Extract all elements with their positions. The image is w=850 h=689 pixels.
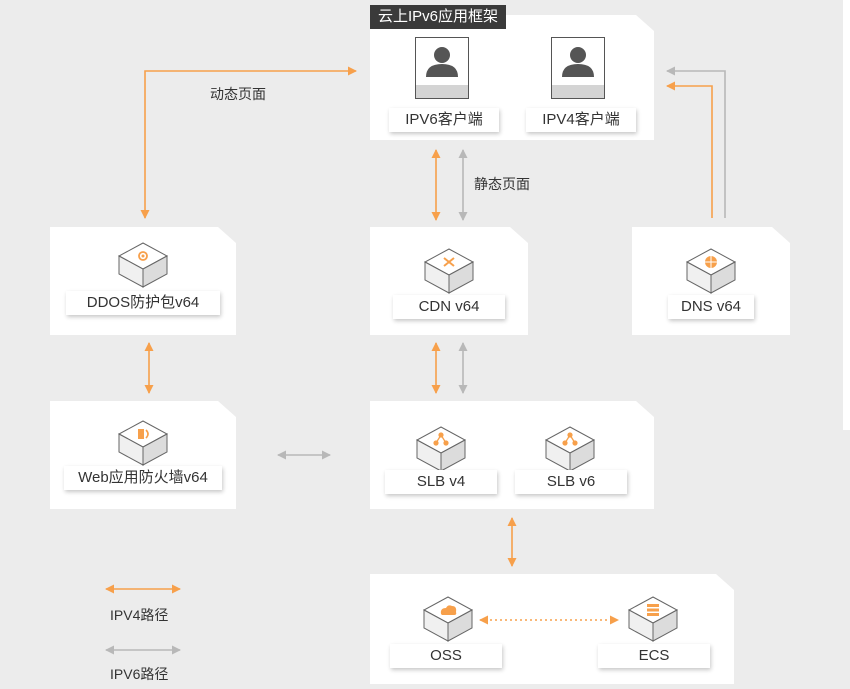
waf-cube-icon — [117, 420, 169, 466]
ecs-cube-icon — [627, 596, 679, 642]
slb-cube-icon — [415, 426, 467, 472]
diagram-title: 云上IPv6应用框架 — [370, 5, 507, 29]
ipv6-client-label: IPV6客户端 — [389, 108, 499, 132]
ddos-cube-icon — [117, 242, 169, 288]
legend-ipv4-label: IPV4路径 — [110, 607, 169, 623]
slb-v6-label: SLB v6 — [515, 470, 627, 494]
legend-ipv6-label: IPV6路径 — [110, 666, 169, 682]
static-page-label: 静态页面 — [474, 176, 530, 192]
right-edge-strip — [843, 0, 850, 430]
dns-label: DNS v64 — [668, 295, 754, 319]
waf-label: Web应用防火墙v64 — [64, 466, 222, 490]
slb-v4-label: SLB v4 — [385, 470, 497, 494]
cdn-label: CDN v64 — [393, 295, 505, 319]
ddos-label: DDOS防护包v64 — [66, 291, 220, 315]
person-icon — [551, 37, 605, 99]
ecs-label: ECS — [598, 644, 710, 668]
dns-ipv6-arrow — [666, 66, 726, 218]
cdn-cube-icon — [423, 248, 475, 294]
person-icon — [415, 37, 469, 99]
dynamic-page-label: 动态页面 — [210, 86, 266, 102]
oss-cube-icon — [422, 596, 474, 642]
dns-cube-icon — [685, 248, 737, 294]
slb-cube-icon — [544, 426, 596, 472]
ipv4-client-label: IPV4客户端 — [526, 108, 636, 132]
dns-ipv4-arrow — [666, 81, 713, 218]
oss-label: OSS — [390, 644, 502, 668]
